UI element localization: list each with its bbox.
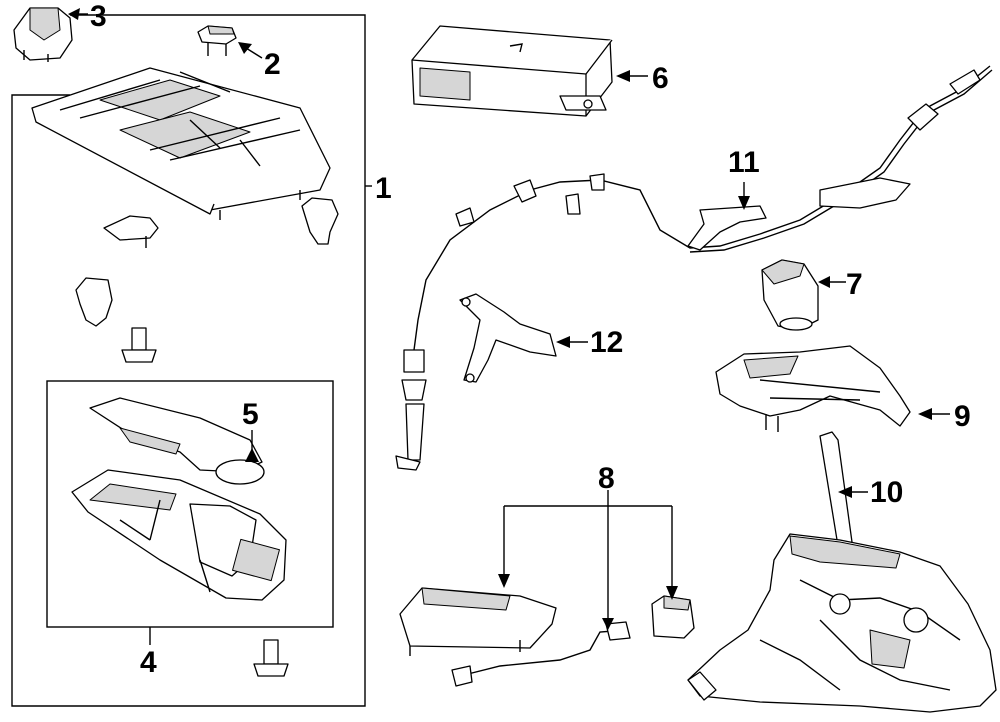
- group-1-frame: [11, 14, 372, 707]
- arrow-10: [838, 486, 852, 498]
- part-6-module: [411, 25, 613, 117]
- arrow-5: [245, 448, 259, 462]
- part-12-bracket: [459, 293, 557, 383]
- arrow-8b: [666, 586, 678, 600]
- part-1-clip-a: [103, 215, 159, 248]
- arrow-2: [238, 42, 252, 54]
- part-1-clip-b: [301, 197, 339, 245]
- part-1-console-plate: [31, 67, 331, 220]
- shift-cable: [395, 65, 993, 471]
- callout-10: 10: [870, 476, 903, 509]
- leaders-8: [503, 490, 673, 620]
- arrow-12: [556, 336, 570, 348]
- callout-2: 2: [264, 48, 281, 81]
- part-4-bolt: [253, 639, 289, 677]
- part-1-clip-c: [75, 277, 113, 327]
- part-1-bolt-a: [121, 327, 157, 363]
- arrow-11: [738, 196, 750, 210]
- part-11-bracket: [687, 205, 767, 251]
- callout-5: 5: [242, 398, 259, 431]
- part-7-knob: [761, 259, 819, 331]
- callout-6: 6: [652, 62, 669, 95]
- callout-8: 8: [598, 462, 615, 495]
- part-8-harness: [451, 621, 631, 687]
- callout-4: 4: [140, 646, 157, 679]
- arrow-8a: [498, 574, 510, 588]
- arrow-6: [616, 70, 630, 82]
- arrow-7: [818, 276, 830, 288]
- callout-3: 3: [90, 0, 107, 33]
- part-10-shifter: [687, 431, 997, 713]
- part-9-gate: [715, 345, 911, 432]
- arrow-3: [68, 8, 80, 20]
- part-8-switch-b: [651, 595, 695, 639]
- callout-9: 9: [954, 400, 971, 433]
- part-8-switch-a: [399, 587, 557, 656]
- group-4-frame: [46, 380, 334, 645]
- part-3-knob: [13, 7, 73, 62]
- callout-1: 1: [375, 172, 392, 205]
- part-5-pad: [215, 459, 265, 485]
- callout-11: 11: [728, 146, 760, 179]
- part-4-housing: [71, 469, 287, 601]
- arrow-9: [918, 408, 932, 420]
- callout-7: 7: [846, 268, 863, 301]
- arrow-8c: [602, 618, 614, 630]
- part-2-clip: [197, 25, 237, 56]
- callout-12: 12: [590, 326, 623, 359]
